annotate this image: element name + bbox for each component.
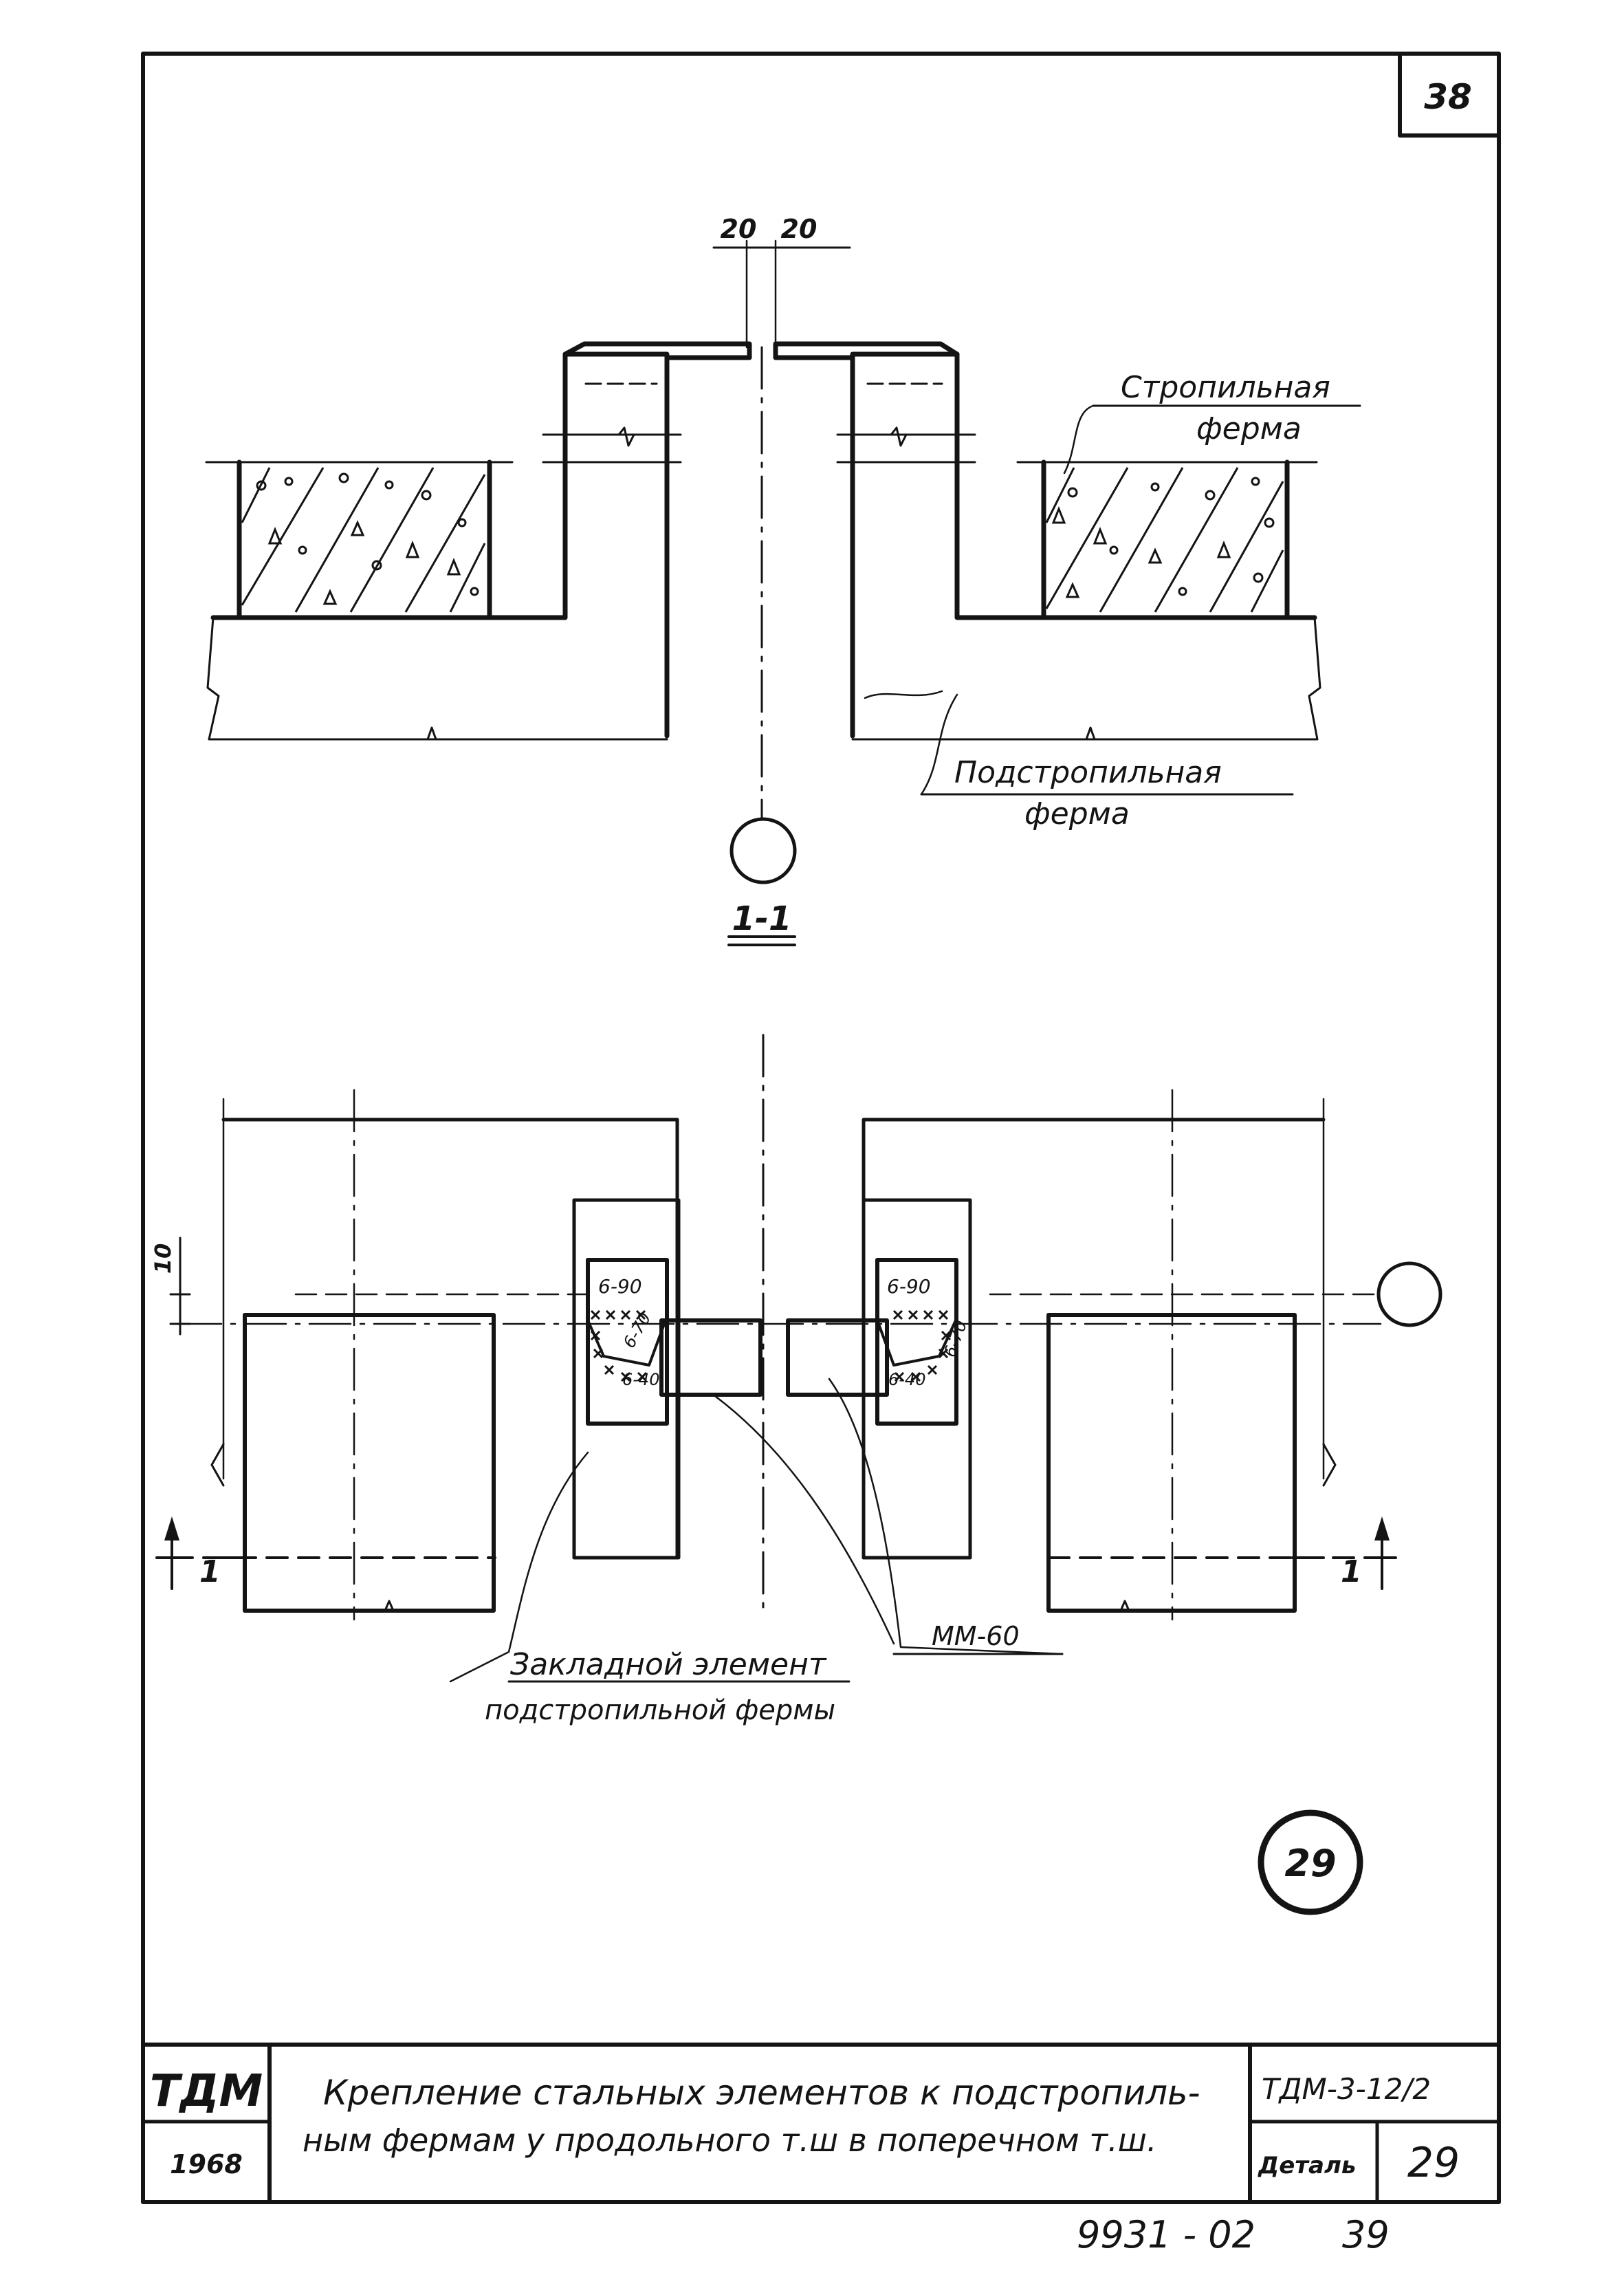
title-block: ТДМ 1968 Крепление стальных элементов к …: [141, 2043, 1501, 2204]
weld-label-top-right: 6-90: [887, 1275, 931, 1298]
org-name: ТДМ: [150, 2066, 263, 2117]
dim-20-right: 20: [781, 214, 818, 244]
label-embedded-element-l2: подстропильной фермы: [485, 1695, 835, 1726]
right-steel-member: [786, 1318, 889, 1397]
leader-mm-2: [714, 1395, 895, 1645]
right-truss: [773, 341, 1321, 741]
detail-label: Деталь: [1258, 2152, 1356, 2179]
plan-view: 6-90 6-90 6-70 6-70 6-40 6-40 10 1: [150, 1034, 1442, 1915]
left-rafter-section: [205, 459, 514, 620]
weld-label-bottom-left: 6-40: [622, 1370, 659, 1389]
detail-number: 29: [1284, 1842, 1336, 1885]
page-number-box: [1398, 52, 1501, 138]
bottom-note-page: 39: [1342, 2213, 1390, 2256]
leader-embedded: [449, 1451, 589, 1683]
cut-arrow-right: 1: [1341, 1516, 1397, 1590]
label-embedded-element-l1: Закладной элемент: [510, 1647, 827, 1682]
bottom-note-code: 9931 - 02: [1077, 2213, 1255, 2256]
doc-code: ТДМ-3-12/2: [1262, 2072, 1431, 2106]
right-plan-outline: [862, 1118, 1326, 1560]
dim-20-left: 20: [721, 214, 757, 244]
label-rafter-truss-l2: ферма: [1196, 411, 1302, 446]
left-truss: [206, 341, 752, 741]
section-view: 20 20: [205, 214, 1361, 946]
label-subrafter-truss-l2: ферма: [1024, 796, 1130, 831]
label-rafter-truss-l1: Стропильная: [1121, 370, 1330, 405]
left-embedded-element: [572, 1198, 762, 1560]
title-line-2: ным фермам у продольного т.ш в поперечно…: [303, 2122, 1156, 2159]
weld-label-top-left: 6-90: [598, 1275, 642, 1298]
left-plan-outline: [221, 1118, 679, 1560]
leader-mm: [828, 1378, 1064, 1655]
page-number: 38: [1424, 77, 1472, 117]
title-line-1: Крепление стальных элементов к подстропи…: [323, 2073, 1200, 2113]
detail-value: 29: [1407, 2139, 1460, 2187]
cut-mark-left: 1: [199, 1554, 221, 1589]
leader-subrafter: [920, 693, 958, 796]
weld-marks: [590, 1309, 952, 1382]
section-mark: 1-1: [732, 900, 792, 938]
axis-marker-circle: [729, 817, 797, 884]
cut-arrow-left: 1: [155, 1516, 221, 1590]
left-steel-member: [659, 1318, 762, 1397]
cut-mark-right: 1: [1341, 1554, 1362, 1589]
left-column-plate: [243, 1313, 496, 1613]
sheet-frame: [141, 52, 1501, 2204]
label-mm: ММ-60: [932, 1621, 1020, 1651]
dim-10: 10: [150, 1243, 176, 1274]
right-column-plate: [1046, 1313, 1297, 1613]
weld-label-bottom-right: 6-40: [888, 1370, 925, 1389]
plan-axis-marker: [1376, 1261, 1442, 1327]
leader-rafter: [1063, 404, 1095, 475]
year: 1968: [170, 2149, 243, 2179]
right-rafter-section: [1016, 459, 1318, 620]
detail-circle: [1258, 1809, 1363, 1915]
label-subrafter-truss-l1: Подстропильная: [954, 755, 1222, 790]
